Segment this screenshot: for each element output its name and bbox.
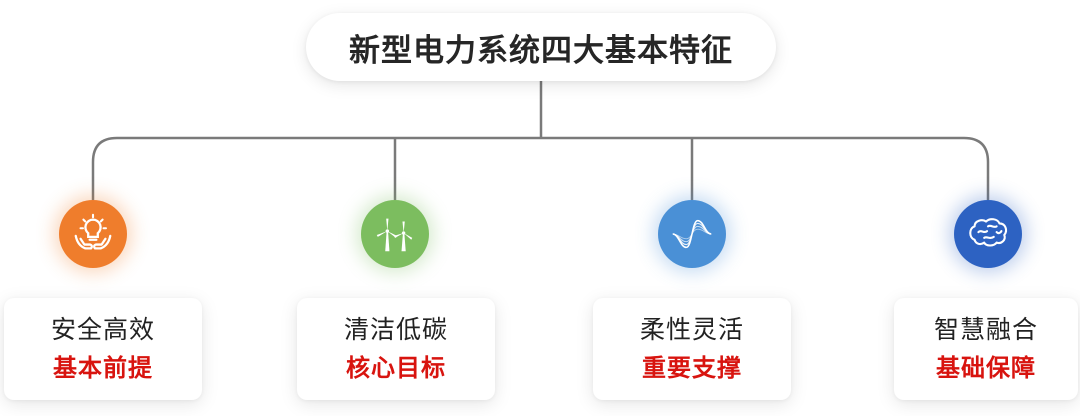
feature-2-name: 清洁低碳: [343, 315, 448, 344]
feature-3-role: 重要支撑: [642, 354, 742, 382]
feature-2-role: 核心目标: [346, 354, 446, 382]
feature-card-1: 安全高效 基本前提: [4, 298, 202, 400]
feature-card-2: 清洁低碳 核心目标: [297, 298, 495, 400]
feature-4-role: 基础保障: [936, 354, 1036, 382]
diagram-title: 新型电力系统四大基本特征: [349, 32, 733, 69]
feature-4-icon-circle: [954, 200, 1022, 268]
wind-turbines-icon: [376, 218, 413, 252]
feature-2-icon-circle: [361, 200, 429, 268]
feature-4-name: 智慧融合: [933, 315, 1038, 344]
feature-card-4: 智慧融合 基础保障: [894, 298, 1078, 400]
feature-card-3: 柔性灵活 重要支撑: [593, 298, 791, 400]
feature-1-role: 基本前提: [53, 354, 153, 382]
feature-3-icon-circle: [658, 200, 726, 268]
waveform-icon: [672, 219, 712, 249]
title-box: 新型电力系统四大基本特征: [306, 13, 776, 81]
feature-1-name: 安全高效: [50, 315, 155, 344]
feature-1-icon-circle: [59, 200, 127, 268]
brain-icon: [969, 218, 1008, 247]
feature-3-name: 柔性灵活: [639, 315, 744, 344]
lightbulb-in-hands-icon: [74, 213, 112, 250]
branch-line: [91, 136, 990, 200]
